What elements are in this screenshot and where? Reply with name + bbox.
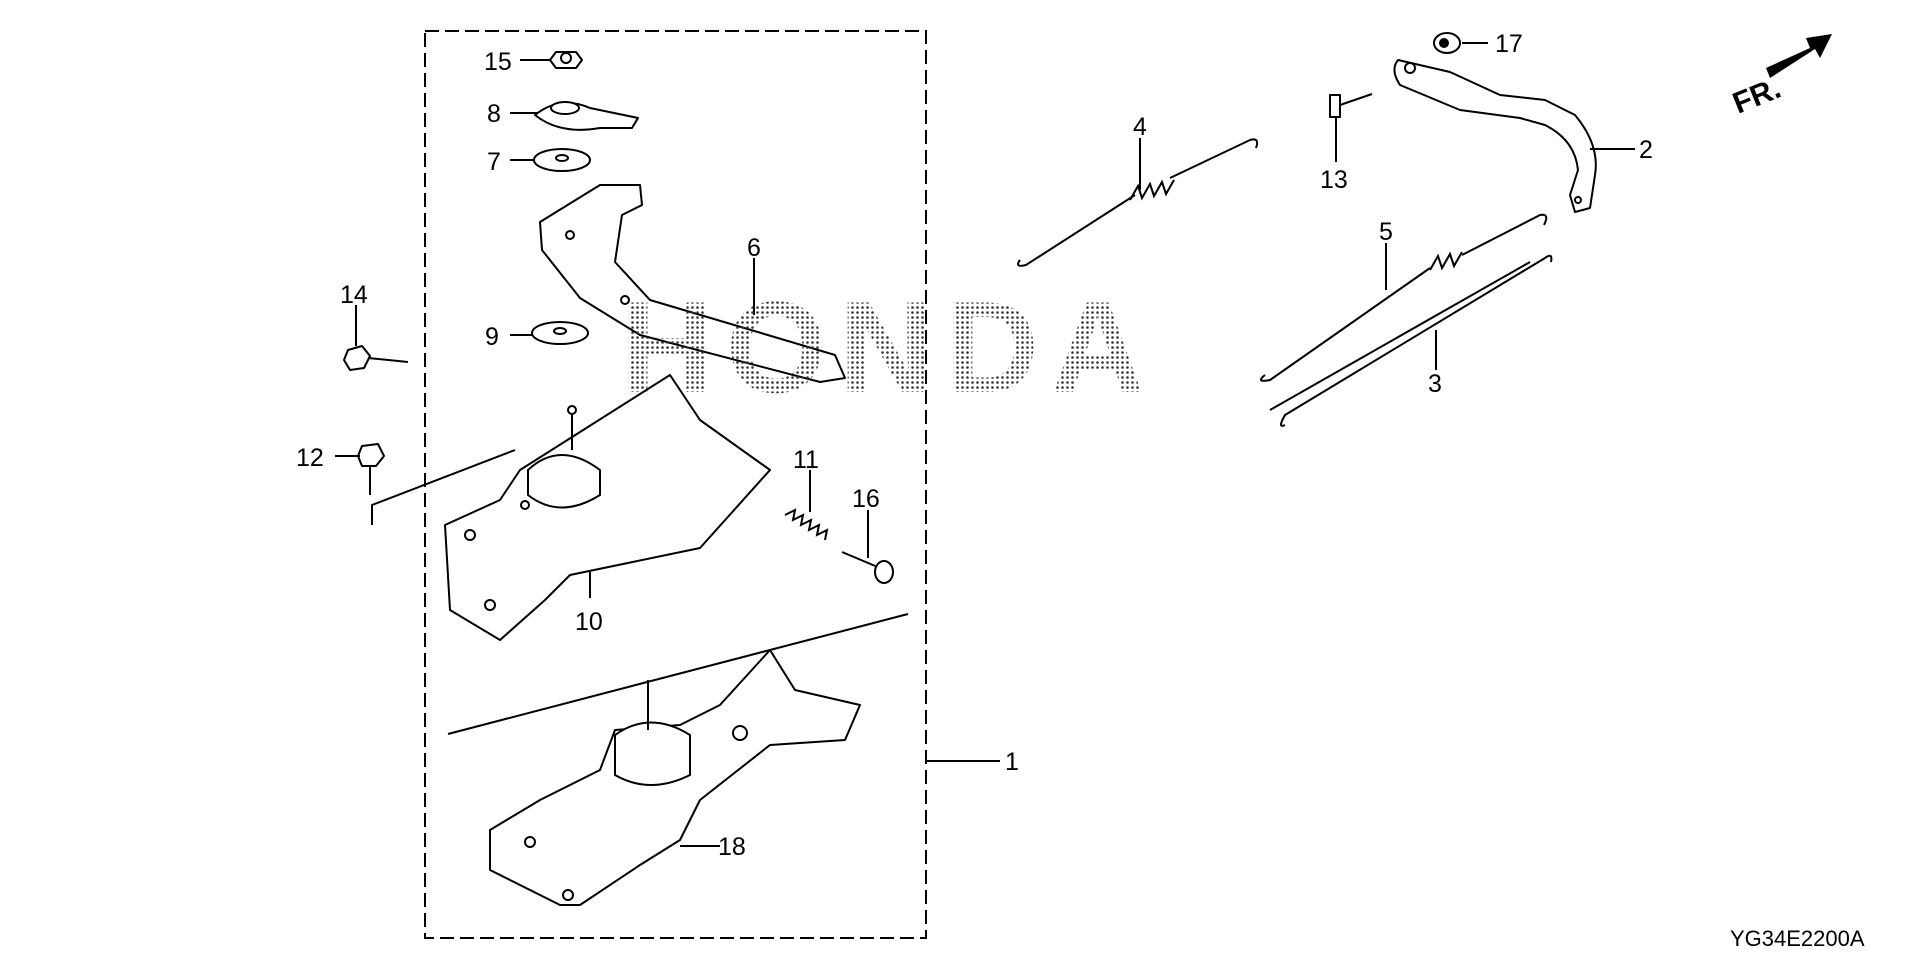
callout-14: 14 — [340, 281, 368, 309]
part-16-bolt[interactable] — [841, 551, 894, 584]
part-15-nut[interactable] — [549, 51, 583, 69]
callout-3: 3 — [1428, 370, 1442, 398]
part-4-spring-rod[interactable] — [1017, 138, 1259, 267]
callout-8: 8 — [487, 100, 501, 128]
callout-2: 2 — [1639, 136, 1653, 164]
front-label: FR. — [1728, 72, 1785, 121]
callout-5: 5 — [1379, 218, 1393, 246]
divider-line — [447, 613, 909, 735]
callout-18: 18 — [718, 833, 746, 861]
callout-7: 7 — [487, 148, 501, 176]
diagram-code: YG34E2200A — [1730, 926, 1865, 951]
part-6-lever[interactable] — [539, 184, 846, 383]
callout-4: 4 — [1133, 113, 1147, 141]
callout-13: 13 — [1320, 166, 1348, 194]
leader-lines — [335, 42, 1635, 847]
part-8-plate[interactable] — [534, 101, 639, 131]
part-13-bolt[interactable] — [1329, 93, 1373, 118]
callout-16: 16 — [852, 485, 880, 513]
callout-17: 17 — [1495, 30, 1523, 58]
part-9-washer[interactable] — [531, 321, 589, 345]
part-2-lever[interactable] — [1393, 59, 1597, 213]
part-5-spring-rod[interactable] — [1260, 213, 1548, 382]
callout-11: 11 — [793, 446, 819, 474]
callout-15: 15 — [484, 48, 512, 76]
front-arrow-icon: FR. — [1728, 34, 1832, 120]
callout-9: 9 — [485, 323, 499, 351]
callout-12: 12 — [296, 444, 324, 472]
callout-6: 6 — [747, 234, 761, 262]
part-7-washer[interactable] — [533, 148, 591, 172]
part-14-bolt[interactable] — [343, 345, 409, 371]
part-18-base[interactable] — [489, 649, 861, 906]
part-11-spring[interactable] — [784, 508, 829, 541]
callout-10: 10 — [575, 608, 603, 636]
part-10-plate[interactable] — [444, 374, 771, 641]
part-3-rod[interactable] — [1269, 254, 1553, 427]
callout-1: 1 — [1005, 748, 1019, 776]
part-17-nut[interactable] — [1433, 32, 1461, 54]
